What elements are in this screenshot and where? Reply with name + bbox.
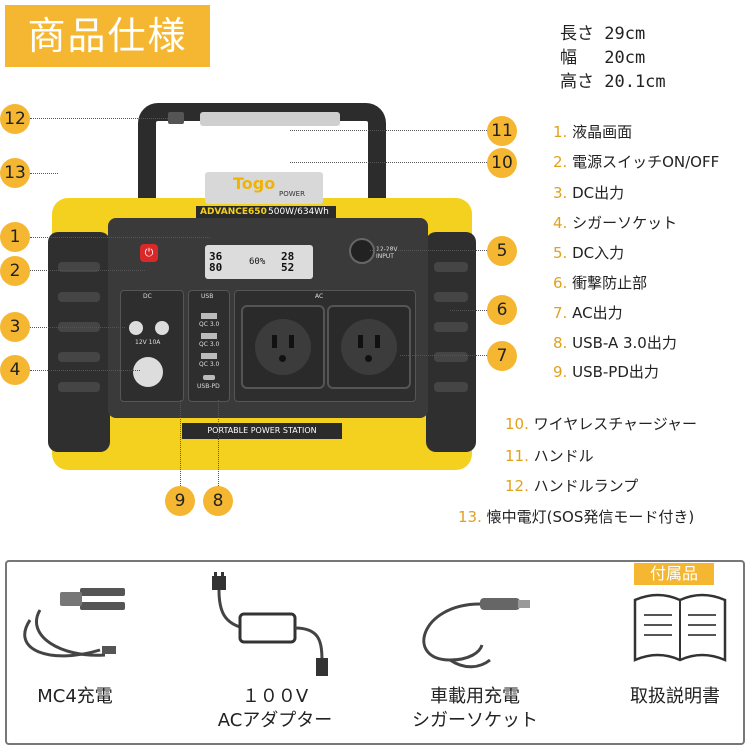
page-title: 商品仕様 — [5, 5, 210, 67]
legend-item-12: 12. ハンドルランプ — [505, 477, 639, 495]
handle-lamp — [200, 112, 340, 126]
dimension-height: 高さ 20.1cm — [560, 72, 666, 92]
usb-pd-label: USB-PD — [197, 383, 220, 390]
dc-port-right — [155, 321, 169, 335]
usb-a-port-2 — [201, 333, 217, 339]
callout-13: 13 — [0, 158, 30, 188]
dc-input-label: 12-28V INPUT — [376, 246, 398, 260]
legend-item-9: 9. USB-PD出力 — [553, 363, 659, 381]
right-bumper — [426, 232, 476, 452]
dimension-width: 幅 20cm — [560, 48, 646, 68]
dc-label: DC — [143, 293, 152, 300]
accessory-manual-label: 取扱説明書 — [630, 686, 720, 707]
lcd-screen: 36 80 60% 28 52 — [205, 245, 313, 279]
brand-plate: Togo POWER — [205, 172, 323, 204]
accessory-mc4-label: MC4充電 — [37, 686, 113, 707]
model-spec: 500W/634Wh — [268, 207, 329, 217]
accessories-tag: 付属品 — [634, 563, 714, 585]
lcd-battery-percent: 60% — [249, 257, 266, 267]
dimensions-block: 長さ 29cm 幅 20cm 高さ 20.1cm — [560, 22, 666, 94]
lcd-output-readout: 28 52 — [281, 250, 295, 274]
legend-item-8: 8. USB-A 3.0出力 — [553, 334, 677, 352]
usb-a-port-3 — [201, 353, 217, 359]
ac-label: AC — [315, 293, 324, 300]
cigarette-socket — [133, 357, 163, 387]
callout-5: 5 — [487, 236, 517, 266]
legend-item-5: 5. DC入力 — [553, 244, 625, 262]
left-bumper — [48, 232, 110, 452]
legend-item-13: 13. 懐中電灯(SOS発信モード付き) — [458, 508, 695, 526]
callout-7: 7 — [487, 341, 517, 371]
callout-8: 8 — [203, 486, 233, 516]
legend-item-1: 1. 液晶画面 — [553, 123, 633, 141]
callout-6: 6 — [487, 295, 517, 325]
legend-item-6: 6. 衝撃防止部 — [553, 274, 648, 292]
accessory-car-charger-label: 車載用充電 シガーソケット — [412, 686, 538, 731]
callout-4: 4 — [0, 355, 30, 385]
ac-outlet-1 — [241, 305, 325, 389]
power-button[interactable]: ⏻ — [140, 244, 158, 262]
callout-10: 10 — [487, 148, 517, 178]
usb-output-section: USB QC 3.0 QC 3.0 QC 3.0 USB-PD — [188, 290, 230, 402]
legend-item-10: 10. ワイヤレスチャージャー — [505, 415, 697, 433]
callout-3: 3 — [0, 312, 30, 342]
usb-a-label-3: QC 3.0 — [199, 361, 220, 368]
brand-sub: POWER — [279, 190, 305, 198]
ac-outlet-2 — [327, 305, 411, 389]
manual-book-icon — [633, 593, 727, 662]
legend-item-4: 4. シガーソケット — [553, 214, 678, 232]
callout-1: 1 — [0, 222, 30, 252]
callout-11: 11 — [487, 116, 517, 146]
ac-output-section: AC — [234, 290, 416, 402]
legend-item-11: 11. ハンドル — [505, 447, 594, 465]
bottom-label: PORTABLE POWER STATION — [182, 423, 342, 439]
callout-2: 2 — [0, 256, 30, 286]
usb-a-label-1: QC 3.0 — [199, 321, 220, 328]
car-charger-cable-icon — [422, 598, 530, 669]
usb-a-port-1 — [201, 313, 217, 319]
mc4-cable-icon — [23, 588, 125, 658]
callout-12: 12 — [0, 104, 30, 134]
usb-pd-port — [203, 375, 215, 380]
accessory-ac-adapter-label: １００V ACアダプター — [217, 686, 333, 731]
usb-label: USB — [201, 293, 214, 300]
callout-9: 9 — [165, 486, 195, 516]
usb-a-label-2: QC 3.0 — [199, 341, 220, 348]
brand-logo: Togo — [233, 174, 276, 193]
ac-adapter-icon — [212, 572, 328, 676]
lcd-input-readout: 36 80 — [209, 250, 223, 274]
dc-input-port — [349, 238, 375, 264]
model-name: ADVANCE650 — [200, 207, 267, 217]
dc-spec: 12V 10A — [135, 339, 161, 346]
dc-output-section: DC 12V 10A — [120, 290, 184, 402]
legend-item-7: 7. AC出力 — [553, 304, 623, 322]
legend-item-2: 2. 電源スイッチON/OFF — [553, 153, 720, 171]
legend-item-3: 3. DC出力 — [553, 184, 625, 202]
dc-port-left — [129, 321, 143, 335]
model-bar: ADVANCE650 500W/634Wh — [196, 206, 336, 220]
accessories-box — [5, 560, 745, 745]
dimension-length: 長さ 29cm — [560, 24, 646, 44]
